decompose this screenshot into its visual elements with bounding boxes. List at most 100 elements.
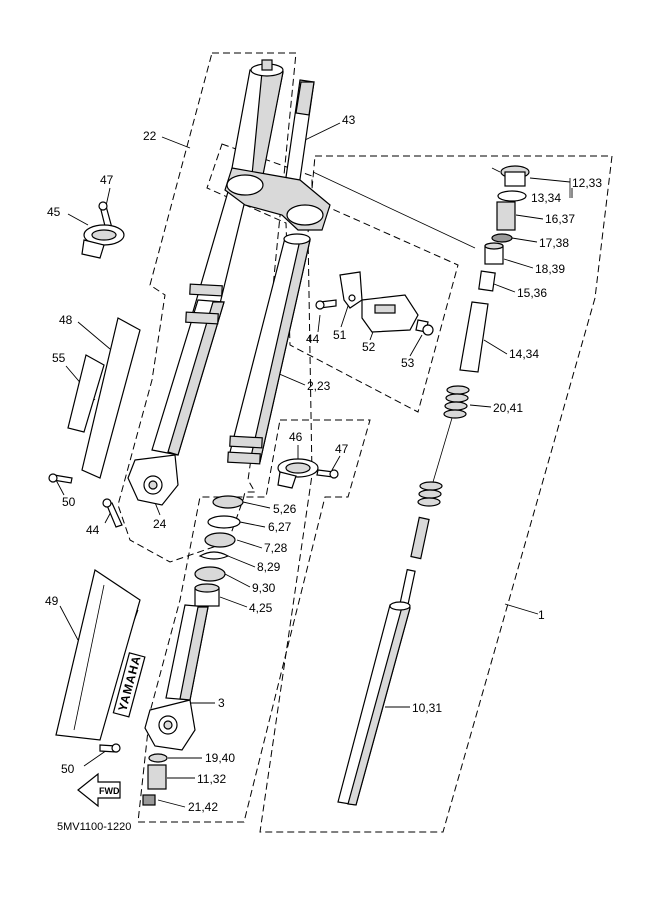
- leader-4-25: [219, 596, 248, 608]
- lower-axle-hole-inner: [163, 720, 173, 730]
- washer-6-27: [207, 515, 241, 529]
- leader-47b: [331, 455, 341, 471]
- damper-cartridge-parts: [337, 165, 530, 806]
- steering-stem-assembly: [224, 79, 331, 231]
- spring-coil: [419, 481, 443, 491]
- clamp-46-group: [277, 458, 339, 489]
- callout-16-37: 16,37: [545, 212, 575, 226]
- callout-44a: 44: [86, 523, 100, 537]
- steering-stem-thread: [295, 81, 315, 116]
- callout-12-33: 12,33: [572, 176, 602, 190]
- leader-45: [67, 213, 89, 226]
- bolt-44a-head: [102, 498, 112, 508]
- callout-2-23: 2,23: [307, 379, 331, 393]
- callout-labels: 22 43 47 45 48 55 50 44 24 44 51 52 53 2…: [45, 113, 602, 814]
- cap-bolt-12-33-body: [504, 171, 526, 187]
- fwd-arrow: FWD: [77, 772, 121, 808]
- leader-47a: [105, 187, 111, 207]
- leader-15-36: [493, 283, 516, 293]
- clamp-46-inner: [285, 462, 311, 474]
- callout-3: 3: [218, 696, 225, 710]
- base-valve-11-32: [147, 764, 167, 790]
- callout-1: 1: [538, 608, 545, 622]
- spring-axis: [432, 417, 453, 483]
- outer-tube-lower-shade: [167, 301, 225, 456]
- bolt-44b-head: [315, 300, 325, 310]
- bracket-52-slot: [374, 304, 396, 314]
- clip-8-29: [198, 551, 230, 560]
- callout-4-25: 4,25: [249, 601, 273, 615]
- damper-cartridge-top: [389, 601, 411, 611]
- leader-49: [59, 605, 79, 641]
- bolt-50b-head: [111, 743, 121, 753]
- bushing-15-36: [478, 270, 496, 292]
- fwd-arrow-text: FWD: [99, 786, 120, 796]
- callout-7-28: 7,28: [264, 541, 288, 555]
- callout-43: 43: [342, 113, 356, 127]
- fork-guard-lower-49: [55, 569, 141, 741]
- callout-54: 55: [52, 351, 66, 365]
- leader-17-38: [511, 237, 538, 243]
- leader-cartridge-axis: [312, 171, 476, 249]
- guard-sticker-54: [67, 354, 105, 433]
- leader-43: [304, 122, 341, 141]
- leader-12-33: [529, 177, 571, 183]
- leader-16-37: [515, 214, 544, 220]
- axle-bracket-hole-inner: [148, 480, 158, 490]
- bushing-4-25-top: [194, 583, 220, 593]
- outer-tube-band-2: [185, 311, 219, 325]
- callout-8-29: 8,29: [257, 560, 281, 574]
- callout-50b: 50: [61, 762, 75, 776]
- callout-20-41: 20,41: [493, 401, 523, 415]
- fwd-arrow-shape: [77, 772, 121, 808]
- outer-tube-cap-bolt: [261, 59, 273, 71]
- callout-10-31: 10,31: [412, 701, 442, 715]
- bolt-50a-head: [48, 473, 58, 483]
- callout-48: 48: [59, 313, 73, 327]
- callout-47b: 47: [335, 442, 349, 456]
- inner-tube-band-2: [227, 451, 261, 465]
- callout-11-32: 11,32: [197, 772, 226, 786]
- collar-18-39-top: [484, 242, 504, 250]
- washer-19-40: [148, 753, 168, 763]
- oil-seal-7-28: [204, 532, 236, 548]
- yamaha-logo-frame: [112, 652, 146, 718]
- lower-inner-tube: [142, 604, 209, 806]
- callout-49: 49: [45, 594, 59, 608]
- leader-14-34: [483, 339, 508, 355]
- bolt-21-42: [142, 794, 156, 806]
- callout-53: 53: [401, 356, 415, 370]
- spring-coil: [446, 385, 470, 395]
- spring-coil: [444, 401, 468, 411]
- leader-cartridge-axis-2: [491, 167, 501, 173]
- callout-50a: 50: [62, 495, 76, 509]
- callout-45: 45: [47, 205, 61, 219]
- group-boundary-inner-tube: [137, 419, 371, 823]
- outer-tube-assembly: [127, 59, 284, 506]
- callout-44b: 44: [306, 332, 320, 346]
- damper-cartridge-shade: [347, 606, 411, 806]
- leader-18-39: [503, 258, 534, 269]
- callout-18-39: 18,39: [535, 262, 565, 276]
- leader-22: [161, 136, 191, 149]
- inner-tube-assembly: [227, 233, 311, 465]
- under-bracket-clamp-left: [226, 174, 264, 196]
- leader-7-28: [236, 539, 263, 549]
- inner-tube-top: [283, 233, 311, 245]
- leader-20-41: [469, 404, 492, 408]
- clamp-45-lug: [81, 239, 105, 259]
- diagram-code: 5MV1100-1220: [57, 821, 131, 833]
- nut-17-38: [491, 233, 513, 243]
- clamp-45-group: [81, 201, 125, 259]
- spring-coil: [417, 497, 441, 507]
- callout-22: 22: [143, 129, 157, 143]
- callout-19-40: 19,40: [205, 751, 235, 765]
- bolt-53-head: [422, 324, 434, 336]
- under-bracket-clamp-right: [286, 204, 324, 226]
- callout-24: 24: [153, 517, 167, 531]
- dust-seal-9-30: [194, 566, 226, 582]
- callout-17-38: 17,38: [539, 236, 569, 250]
- cable-guide-51: [339, 271, 363, 309]
- callout-13-34: 13,34: [531, 191, 561, 205]
